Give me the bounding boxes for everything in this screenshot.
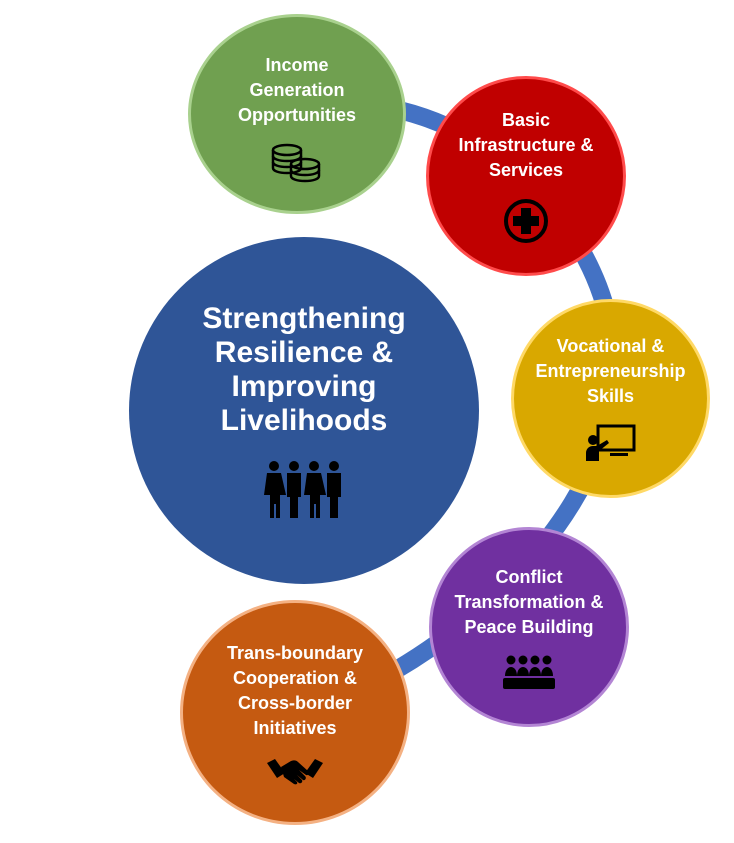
pillar-trans-boundary-cooperation: Trans-boundary Cooperation & Cross-borde… [180,600,410,825]
pillar-vocational-skills-label: Vocational & Entrepreneurship Skills [535,336,686,406]
meeting-group-icon [503,655,555,689]
pillar-vocational-skills: Vocational & Entrepreneurship Skills [511,299,710,498]
medical-cross-icon [504,198,548,243]
pillar-basic-infrastructure: Basic Infrastructure & Services [426,76,626,276]
coins-icon [271,143,321,182]
presentation-board-icon [585,424,635,461]
pillar-conflict-transformation-label: Conflict Transformation & Peace Building [454,566,604,637]
pillar-income-generation: Income Generation Opportunities [188,14,406,214]
center-goal-title: Strengthening Resilience & Improving Liv… [202,301,406,437]
pillar-conflict-transformation: Conflict Transformation & Peace Building [429,527,629,727]
pillar-basic-infrastructure-label: Basic Infrastructure & Services [458,109,594,180]
handshake-icon [267,758,323,784]
center-goal: Strengthening Resilience & Improving Liv… [129,237,479,584]
pillar-trans-boundary-cooperation-label: Trans-boundary Cooperation & Cross-borde… [226,642,364,738]
people-group-icon [264,460,341,518]
pillar-income-generation-label: Income Generation Opportunities [238,54,356,125]
